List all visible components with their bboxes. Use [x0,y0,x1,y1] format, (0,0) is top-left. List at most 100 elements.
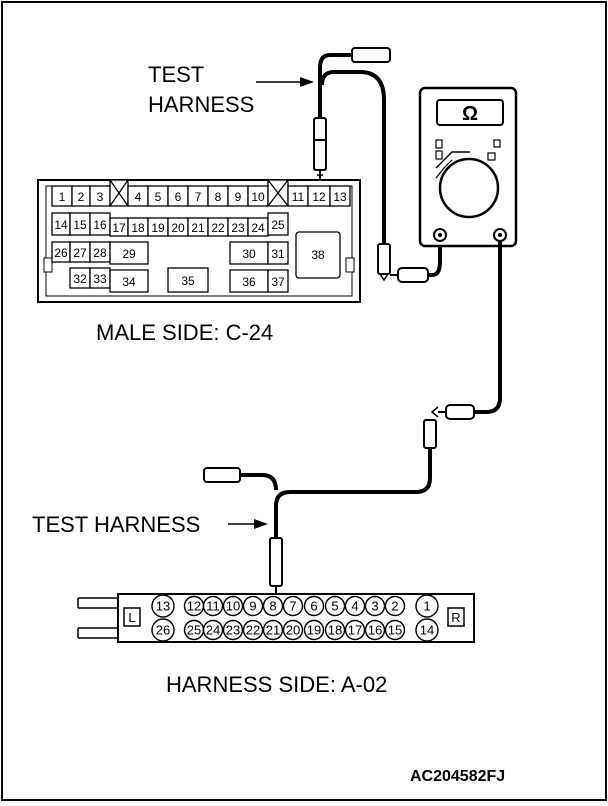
ohmmeter: Ω [418,86,518,248]
a02-pin: 10 [226,599,240,614]
c24-pin: 34 [122,275,136,289]
a02-pin-circle [384,595,406,617]
a02-pin-circle [222,595,244,617]
a02-pin: 12 [187,599,201,614]
a02-right-mark [447,607,465,627]
figure-code: AC204582FJ [410,768,505,785]
connector-a02: L R 132612251124102392282172061951841731… [77,593,475,643]
a02-pin: 7 [289,599,296,614]
a02-left-mark-text: L [128,610,135,625]
c24-pin: 37 [271,275,285,289]
a02-left-mark [123,607,141,627]
c24-pin: 36 [242,275,256,289]
a02-pin-circle [364,619,386,641]
a02-pin: 18 [328,623,342,638]
a02-pin: 14 [420,623,434,638]
meter-lead-right [430,241,502,420]
c24-pin: 7 [195,190,202,204]
a02-pin-circle [222,619,244,641]
c24-pin: 11 [292,190,305,204]
c24-pin: 15 [73,218,87,232]
a02-pin: 1 [423,599,430,614]
meter-display [436,99,504,126]
c24-pin: 13 [333,190,347,204]
c24-pin: 29 [122,247,136,261]
c24-left-block-labels: 26 27 28 32 33 [54,246,107,286]
a02-pin: 19 [307,623,321,638]
a02-pin: 24 [206,623,220,638]
c24-pin: 8 [215,190,222,204]
test-harness-bottom [203,419,437,600]
a02-pin-circle [282,619,304,641]
a02-pin: 8 [269,599,276,614]
test-harness-top-line1: TEST [148,62,204,87]
selector-dial [438,157,500,219]
c24-row2-labels: 14 15 16 17 18 19 20 21 22 23 24 25 [54,218,285,235]
c24-pin: 12 [312,190,326,204]
a02-pin-circle [344,619,366,641]
a02-pin: 15 [388,623,402,638]
male-side-label: MALE SIDE: C-24 [96,320,273,345]
a02-pin-circle [262,619,284,641]
c24-pin: 5 [155,190,162,204]
c24-pin: 4 [135,190,142,204]
a02-pin-circle [202,619,224,641]
a02-pin-circle [242,595,264,617]
a02-pin: 17 [348,623,362,638]
a02-pins: 1326122511241023922821720619518417316215… [151,594,439,642]
c24-pin: 20 [171,221,185,235]
a02-pin-circle [151,618,175,642]
a02-pin-circle [364,595,386,617]
a02-pin: 20 [286,623,300,638]
a02-pin-circle [151,594,175,618]
test-harness-bottom-label: TEST HARNESS [32,512,200,537]
a02-pin: 2 [391,599,398,614]
a02-pin-circle [384,619,406,641]
a02-pin: 16 [368,623,382,638]
c24-pin: 14 [54,218,68,232]
a02-pin: 9 [249,599,256,614]
c24-pin: 23 [231,221,245,235]
a02-pin: 22 [246,623,260,638]
c24-pin: 18 [131,221,145,235]
a02-pin-circle [202,595,224,617]
a02-pin: 13 [156,599,170,614]
c24-pin: 24 [251,221,265,235]
c24-pin: 28 [93,246,107,260]
c24-pin: 10 [251,190,265,204]
test-harness-top-arrow [256,77,314,87]
test-harness-top-probe [313,139,327,171]
c24-pin: 3 [97,190,104,204]
c24-row1-labels: 1 2 3 4 5 6 7 8 9 10 11 12 13 [59,190,347,204]
a02-pin: 26 [156,623,170,638]
a02-pin-circle [242,619,264,641]
c24-pin: 21 [191,221,205,235]
a02-pin: 23 [226,623,240,638]
harness-side-label: HARNESS SIDE: A-02 [166,672,387,697]
test-harness-top-line2: HARNESS [148,92,254,117]
c24-pin: 25 [271,218,285,232]
c24-pin: 16 [93,218,107,232]
c24-pin: 35 [181,274,195,288]
c24-blank-cavities [109,179,289,207]
a02-pin: 4 [351,599,358,614]
a02-pin: 21 [266,623,280,638]
a02-pin-circle [344,595,366,617]
ohm-symbol: Ω [462,103,478,125]
c24-pin: 17 [112,221,126,235]
connector-c24: 1 2 3 4 5 6 7 8 9 10 11 12 13 14 15 16 1… [37,179,361,303]
c24-pin: 32 [73,272,87,286]
a02-pin: 6 [310,599,317,614]
c24-pin: 19 [151,221,165,235]
c24-pin: 22 [211,221,225,235]
c24-pin: 27 [73,246,87,260]
a02-pin-circle [303,619,325,641]
a02-pin: 3 [371,599,378,614]
c24-pin: 1 [59,190,66,204]
a02-pin-circle [282,595,304,617]
a02-pin-circle [324,595,346,617]
a02-pin: 5 [331,599,338,614]
c24-pin: 2 [78,190,85,204]
